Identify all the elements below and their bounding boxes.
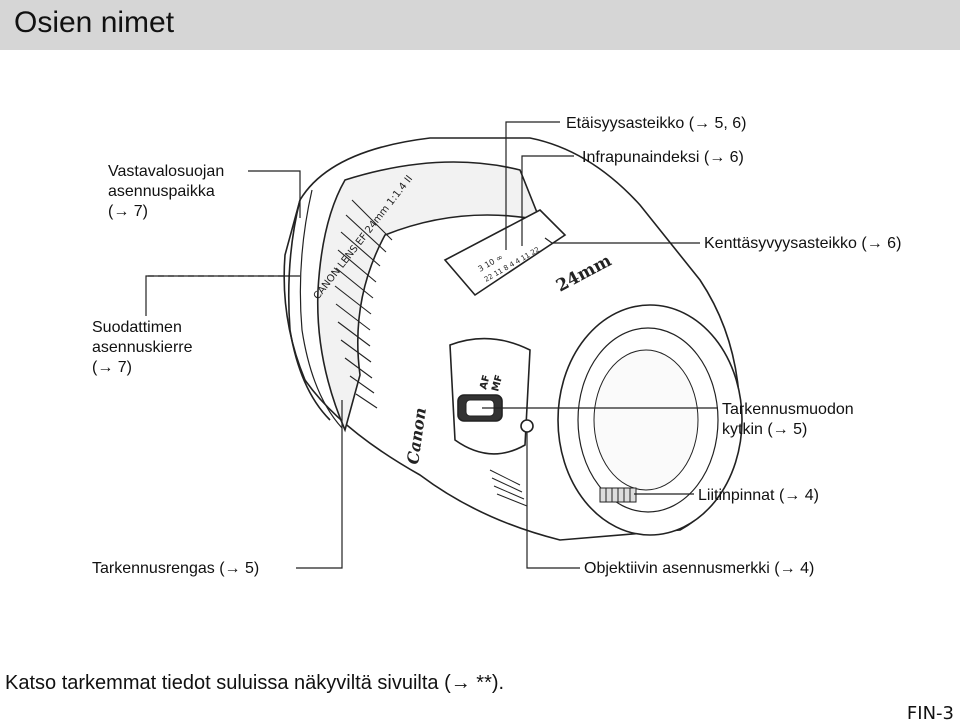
filter-thread-edge bbox=[299, 189, 343, 429]
switch-af-label: AF bbox=[478, 374, 492, 391]
leader-kenttasyvyys bbox=[544, 237, 700, 244]
lens-illustration bbox=[283, 137, 743, 541]
page-title: Osien nimet bbox=[14, 6, 175, 39]
label-vastavalosuoja: Vastavalosuojan asennuspaikka (→ 7) bbox=[108, 163, 225, 220]
leader-asennusmerkki bbox=[526, 432, 580, 569]
leader-etaisyysasteikko bbox=[505, 121, 560, 250]
label-infrapunaindeksi: Infrapunaindeksi (→ 6) bbox=[582, 149, 744, 166]
label-asennusmerkki: Objektiivin asennusmerkki (→ 4) bbox=[584, 560, 815, 577]
rear-grip-ribs bbox=[489, 469, 528, 507]
label-liitinpinnat: Liitinpinnat (→ 4) bbox=[698, 487, 819, 504]
mount-index-mark bbox=[520, 419, 534, 433]
label-tarkennusrengas: Tarkennusrengas (→ 5) bbox=[92, 560, 260, 577]
focus-ring-ribs bbox=[334, 199, 393, 409]
label-suodatin: Suodattimen asennuskierre (→ 7) bbox=[92, 319, 193, 376]
leader-suodatin bbox=[145, 275, 300, 316]
focus-ring bbox=[316, 161, 542, 433]
title-bar: Osien nimet bbox=[0, 0, 960, 50]
switch-mf-label: MF bbox=[490, 374, 505, 393]
footer-note: Katso tarkemmat tiedot suluissa näkyvilt… bbox=[5, 672, 505, 694]
front-ring-edge bbox=[287, 199, 331, 421]
leader-tarkennusrengas bbox=[296, 400, 343, 569]
label-tarkennusmuoto: Tarkennusmuodon kytkin (→ 5) bbox=[722, 401, 854, 438]
electrical-contacts bbox=[599, 487, 637, 503]
leader-vastavalosuoja bbox=[248, 170, 301, 218]
label-kenttasyvyys: Kenttäsyvyysasteikko (→ 6) bbox=[704, 235, 902, 252]
distance-scale-window bbox=[443, 209, 567, 297]
leader-infrapunaindeksi bbox=[521, 155, 574, 246]
page-number: FIN-3 bbox=[906, 703, 954, 724]
label-etaisyysasteikko: Etäisyysasteikko (→ 5, 6) bbox=[566, 115, 747, 132]
leader-lines bbox=[145, 121, 718, 569]
rear-element bbox=[593, 349, 699, 491]
